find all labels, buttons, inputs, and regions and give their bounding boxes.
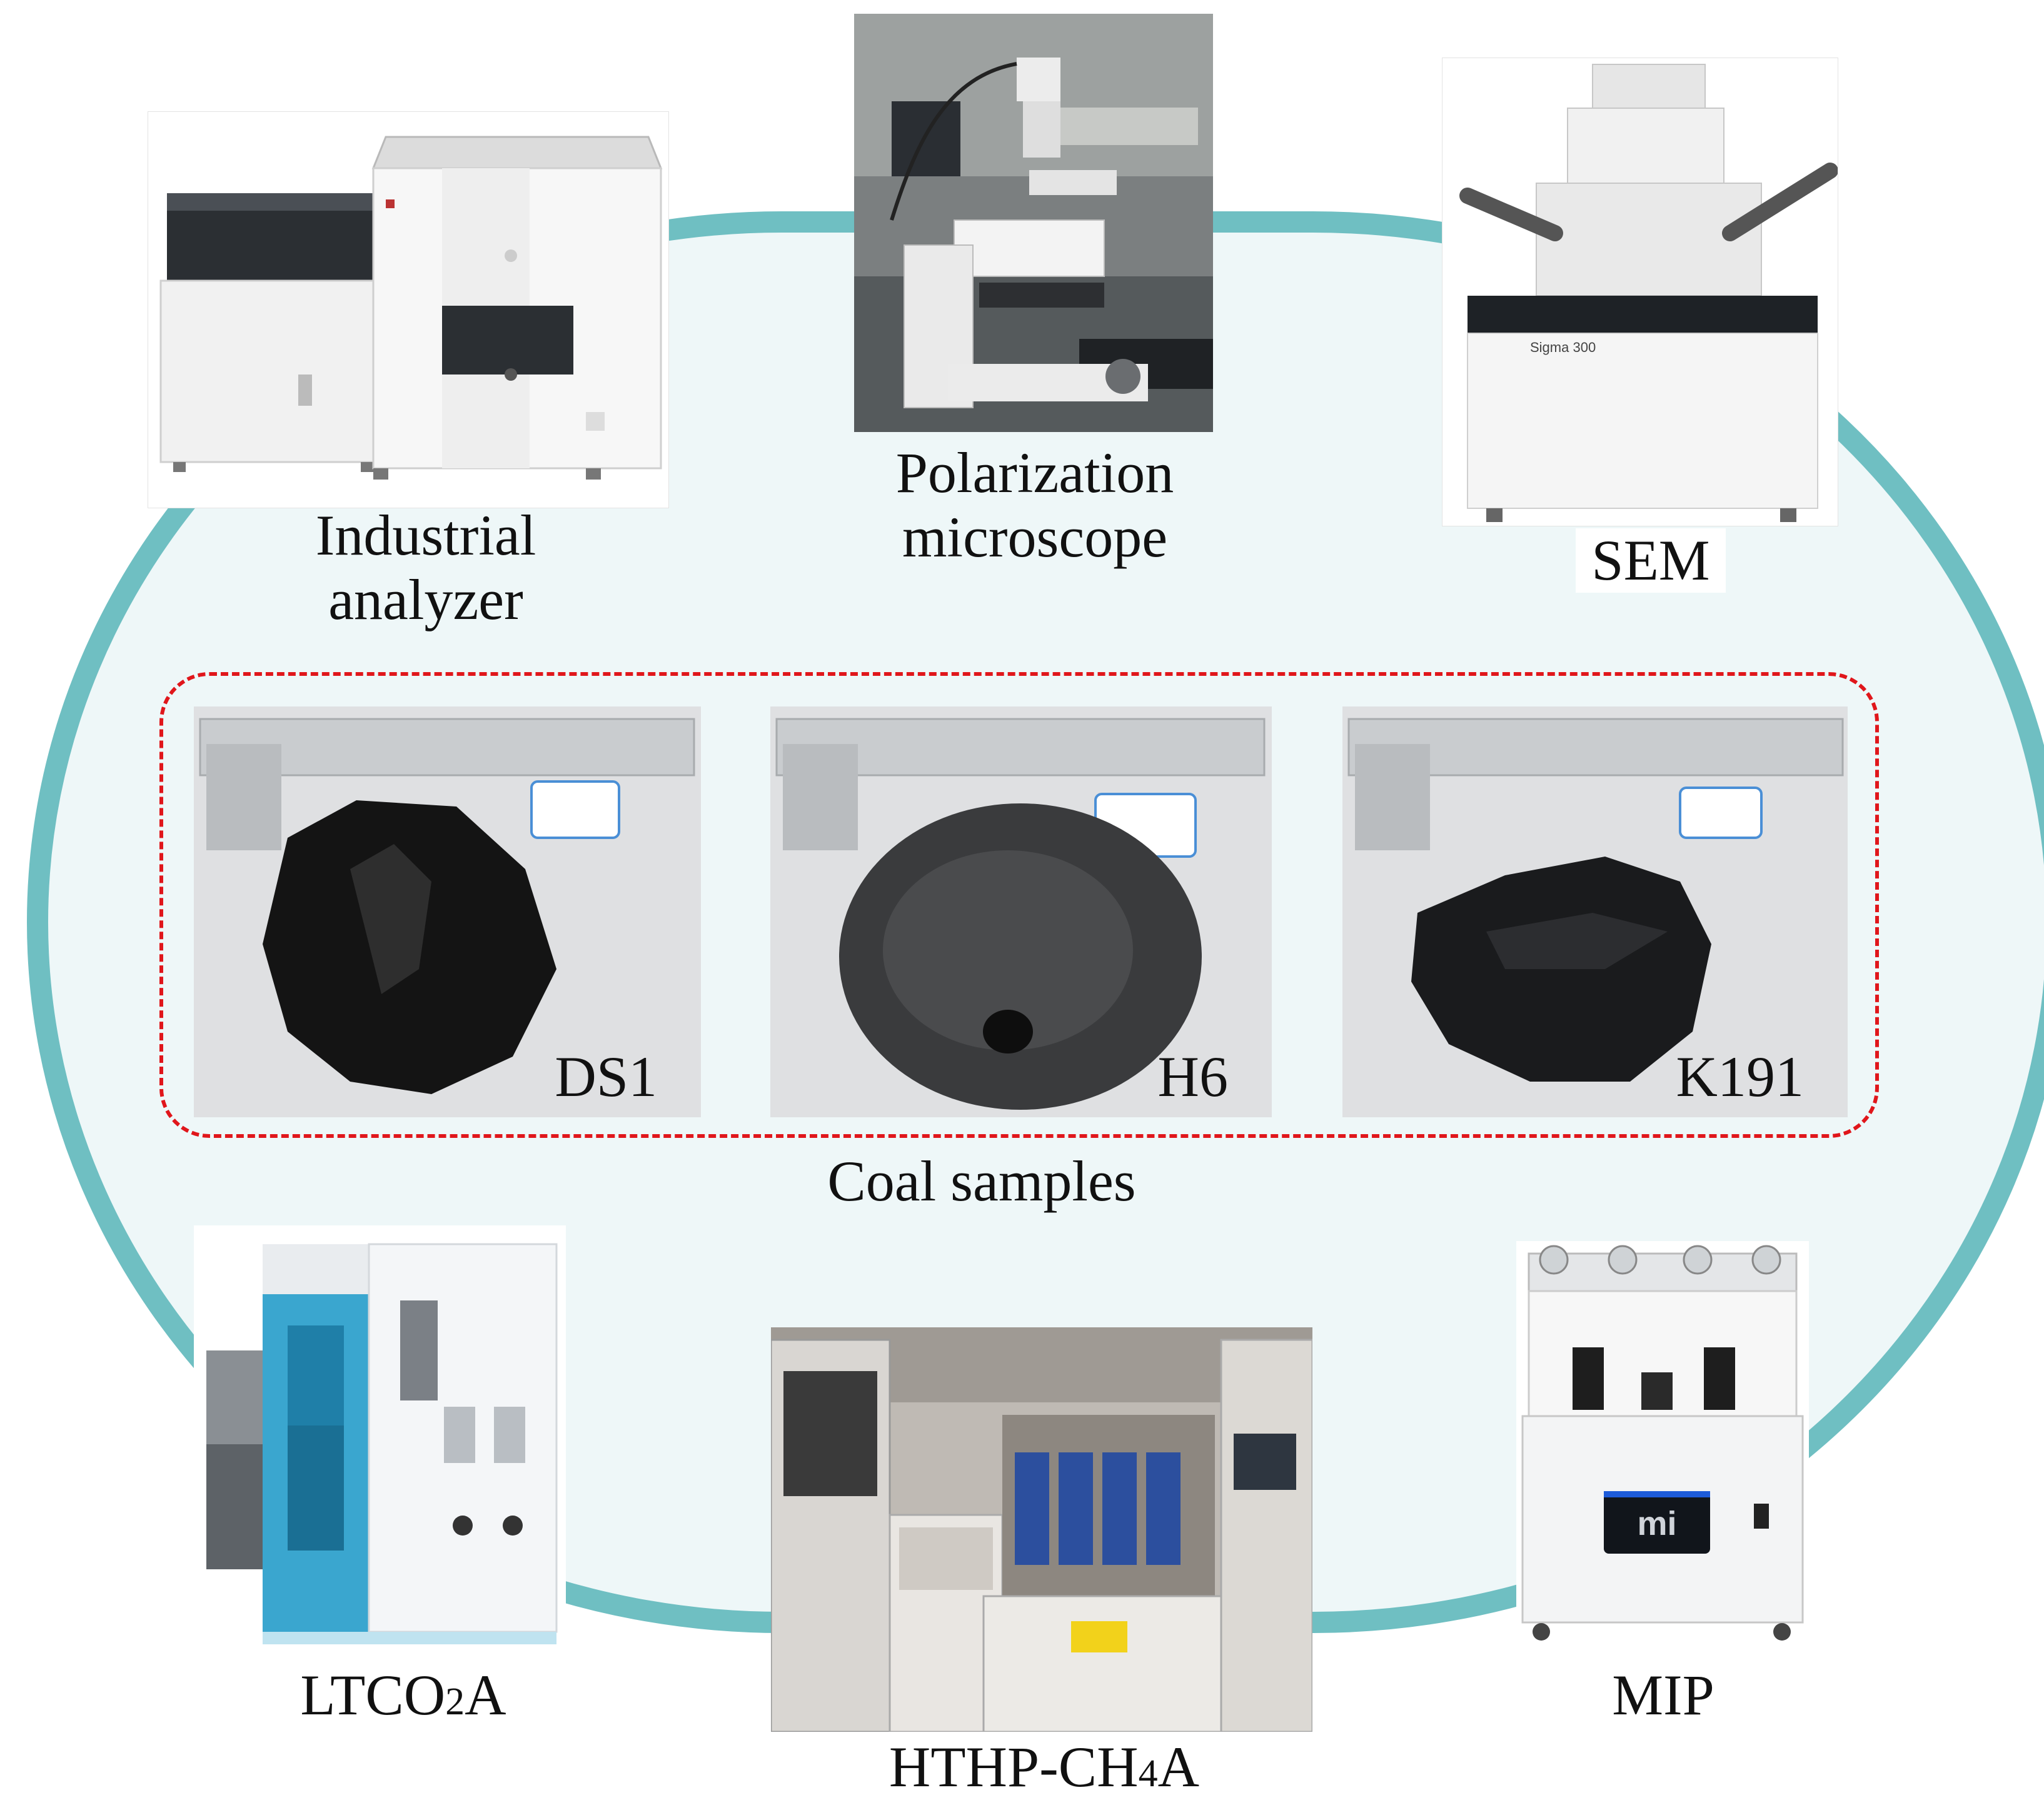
ltco2a-label: LTCO2A	[263, 1663, 544, 1728]
sample-code-ds1: DS1	[555, 1045, 657, 1109]
sem-photo: Sigma 300	[1442, 58, 1838, 526]
coal-sample-ds1-photo: DS1	[194, 706, 701, 1117]
coal-sample-h6-photo: H6	[770, 706, 1272, 1117]
high-pressure-apparatus-photo	[771, 1327, 1312, 1732]
mercury-porosimeter-photo: mi	[1516, 1241, 1809, 1649]
mip-logo-text: mi	[1637, 1505, 1676, 1542]
microscope-photo	[854, 14, 1213, 432]
industrial-analyzer-label: Industrial analyzer	[315, 503, 536, 632]
sem-label: SEM	[1576, 528, 1726, 593]
sem-brand-text: Sigma 300	[1530, 339, 1596, 355]
adsorption-analyzer-photo	[194, 1225, 566, 1664]
coal-samples-caption: Coal samples	[827, 1149, 1136, 1213]
coal-samples-dashed-frame	[159, 672, 1879, 1138]
industrial-analyzer-photo	[148, 111, 669, 508]
microscope-label: Polarization microscope	[895, 441, 1174, 570]
hthp-ch4a-label: HTHP-CH4A	[889, 1735, 1200, 1799]
coal-sample-k191-photo: K191	[1342, 706, 1848, 1117]
mip-label: MIP	[1582, 1663, 1744, 1728]
sample-code-k191: K191	[1676, 1045, 1804, 1109]
sample-code-h6: H6	[1157, 1045, 1228, 1109]
